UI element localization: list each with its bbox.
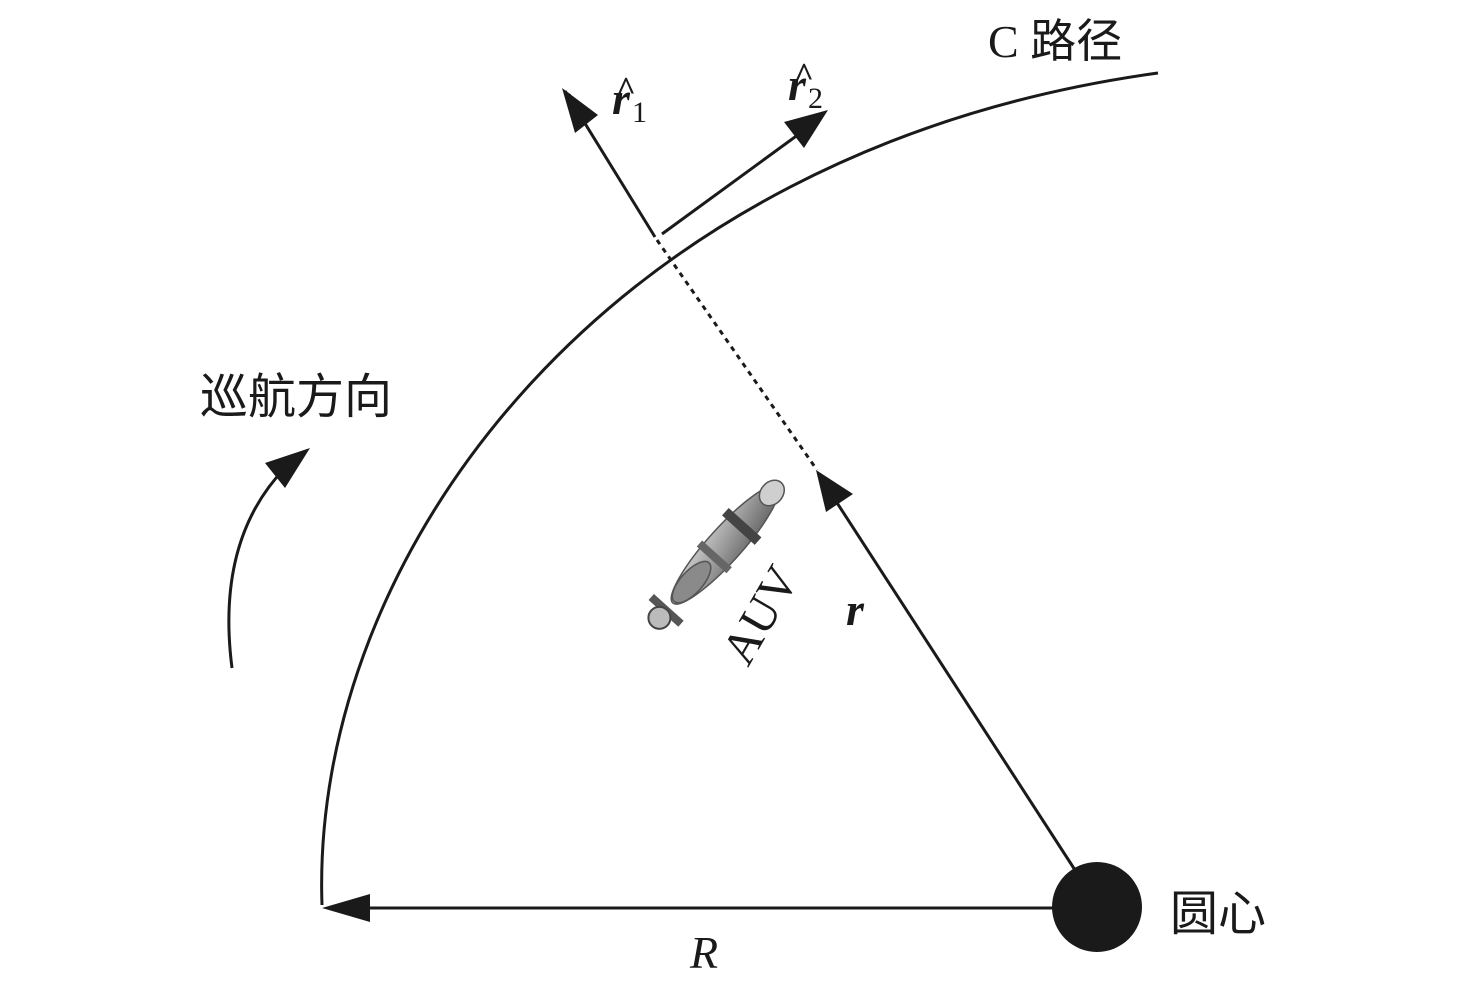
r1-subscript: 1 — [632, 96, 647, 129]
center-label: 圆心 — [1170, 886, 1266, 942]
dashed-extension-line — [655, 239, 819, 471]
radius-arrowhead — [322, 894, 370, 922]
r2-label: ^ r 2 — [788, 57, 823, 115]
r2-subscript: 2 — [808, 82, 823, 115]
r-vector-arrow — [828, 491, 1077, 871]
r2-symbol: r — [788, 59, 807, 110]
r1-hat: ^ — [616, 71, 635, 108]
center-point-icon — [1052, 862, 1142, 952]
auv-vehicle-icon — [647, 479, 786, 630]
cruise-direction-arrowhead — [265, 448, 310, 488]
r2-unit-vector-arrow — [661, 124, 811, 236]
auv-label: AUV — [712, 557, 810, 674]
r-arrowhead — [816, 470, 853, 512]
r1-symbol: r — [612, 73, 631, 124]
r1-label: ^ r 1 — [612, 71, 647, 129]
c-path-arc — [320, 71, 1159, 906]
c-path-label: C 路径 — [988, 16, 1122, 67]
radius-label: R — [689, 927, 718, 978]
r1-arrowhead — [562, 88, 598, 133]
r2-arrowhead — [784, 110, 828, 148]
r-vector-label: r — [846, 584, 865, 635]
cruise-direction-label: 巡航方向 — [200, 369, 392, 425]
cruise-direction-arrow — [227, 466, 287, 669]
r2-hat: ^ — [794, 57, 813, 94]
